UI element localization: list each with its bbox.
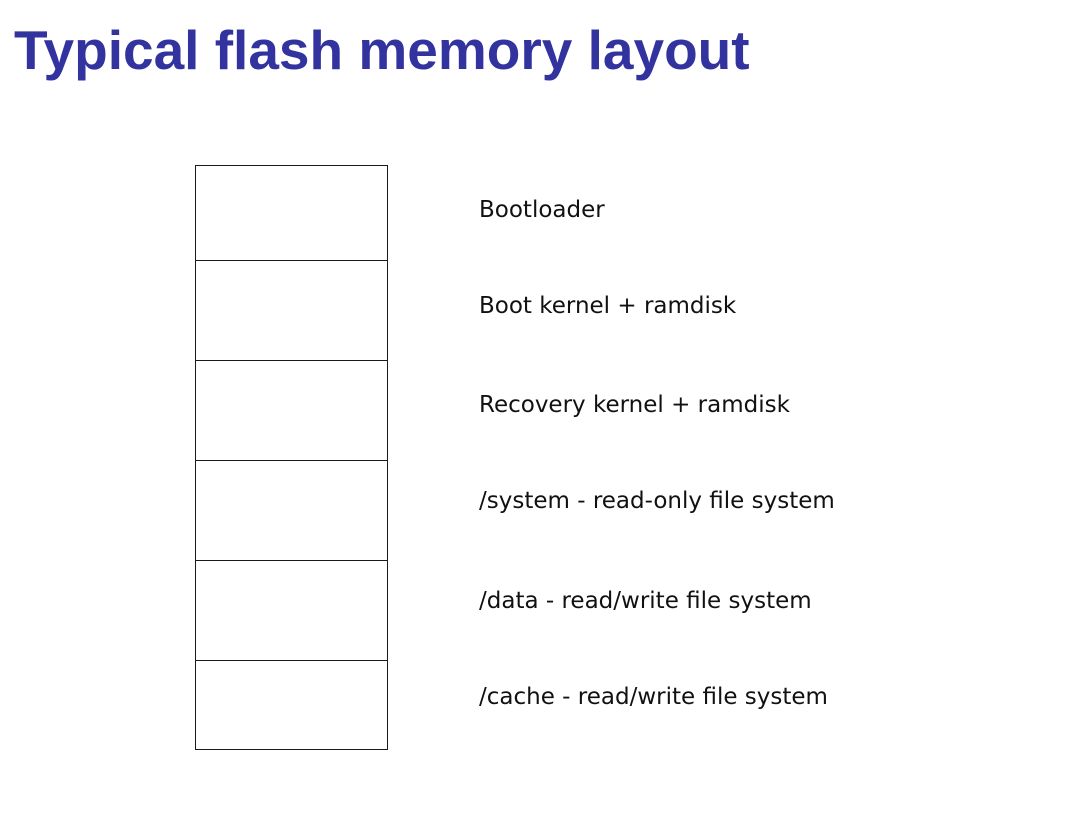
partition-box-boot-kernel: [196, 261, 387, 361]
partition-label-cache: /cache - read/write file system: [479, 684, 828, 710]
slide-title: Typical flash memory layout: [14, 19, 750, 81]
flash-layout-stack: [195, 165, 388, 750]
partition-label-bootloader: Bootloader: [479, 197, 605, 223]
partition-label-recovery-kernel: Recovery kernel + ramdisk: [479, 392, 790, 418]
partition-label-data: /data - read/write file system: [479, 588, 812, 614]
partition-label-system: /system - read-only file system: [479, 488, 835, 514]
partition-label-boot-kernel: Boot kernel + ramdisk: [479, 293, 737, 319]
partition-box-cache: [196, 661, 387, 748]
partition-box-system: [196, 461, 387, 561]
partition-box-bootloader: [196, 166, 387, 261]
partition-box-data: [196, 561, 387, 661]
partition-box-recovery-kernel: [196, 361, 387, 461]
